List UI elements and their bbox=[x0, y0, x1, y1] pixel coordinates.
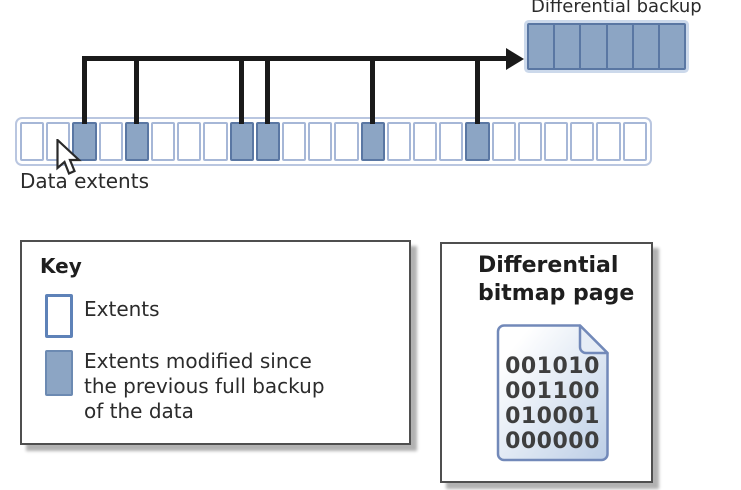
extent-cell bbox=[413, 122, 438, 161]
extent-cell bbox=[491, 122, 516, 161]
modified-extent-cell bbox=[124, 122, 150, 161]
differential-backup-cell bbox=[608, 25, 634, 68]
extent-cell bbox=[20, 122, 45, 161]
differential-backup-label: Differential backup bbox=[531, 0, 702, 17]
extent-cell bbox=[544, 122, 569, 161]
extent-legend-label: Extents bbox=[84, 297, 160, 321]
connector-vertical-line bbox=[265, 56, 271, 124]
modified-extent-cell bbox=[72, 122, 97, 161]
differential-bitmap-page-title: Differential bitmap page bbox=[478, 253, 635, 306]
bitmap-row: 001010 bbox=[505, 354, 600, 379]
extent-cell bbox=[203, 122, 228, 161]
differential-backup-cell bbox=[529, 25, 556, 68]
connector-vertical-line bbox=[475, 56, 481, 124]
extent-cell bbox=[282, 122, 307, 161]
bitmap-row: 001100 bbox=[505, 379, 600, 404]
extent-cell bbox=[334, 122, 359, 161]
bitmap-binary-values: 001010 001100 010001 000000 bbox=[496, 354, 609, 454]
modified-extent-cell bbox=[360, 122, 385, 161]
bitmap-row: 000000 bbox=[505, 429, 600, 454]
extent-cell bbox=[386, 122, 412, 161]
differential-backup-cell bbox=[660, 25, 684, 68]
extent-cell bbox=[177, 122, 202, 161]
connector-vertical-line bbox=[239, 56, 245, 124]
modified-extent-cell bbox=[229, 122, 254, 161]
differential-backup-cell bbox=[555, 25, 582, 68]
extent-cell bbox=[439, 122, 464, 161]
extent-cell bbox=[622, 122, 647, 161]
connector-vertical-line bbox=[134, 56, 140, 124]
arrowhead-icon bbox=[506, 48, 524, 70]
key-title: Key bbox=[40, 254, 82, 278]
connector-vertical-line bbox=[370, 56, 376, 124]
extent-cell bbox=[570, 122, 595, 161]
bitmap-row: 010001 bbox=[505, 404, 600, 429]
extent-cell bbox=[596, 122, 621, 161]
extent-cell bbox=[151, 122, 176, 161]
document-icon: 001010 001100 010001 000000 bbox=[496, 324, 609, 462]
connector-vertical-line bbox=[82, 56, 88, 124]
extent-swatch bbox=[45, 294, 73, 338]
differential-backup-box bbox=[527, 23, 686, 70]
data-extents-row bbox=[15, 117, 652, 166]
extent-cell bbox=[517, 122, 543, 161]
differential-bitmap-page-box: Differential bitmap page 001010 001100 0… bbox=[440, 242, 653, 483]
connector-horizontal-line bbox=[82, 56, 507, 61]
extent-cell bbox=[308, 122, 333, 161]
modified-extent-cell bbox=[465, 122, 490, 161]
modified-extent-cell bbox=[255, 122, 281, 161]
modified-extent-swatch bbox=[45, 350, 73, 396]
mouse-cursor-icon bbox=[56, 139, 82, 175]
extent-cell bbox=[98, 122, 123, 161]
differential-backup-cell bbox=[581, 25, 608, 68]
differential-backup-cell bbox=[634, 25, 660, 68]
key-box: Key Extents Extents modified since the p… bbox=[20, 240, 411, 445]
modified-extent-legend-label: Extents modified since the previous full… bbox=[84, 349, 325, 423]
data-extents-label: Data extents bbox=[20, 169, 149, 193]
